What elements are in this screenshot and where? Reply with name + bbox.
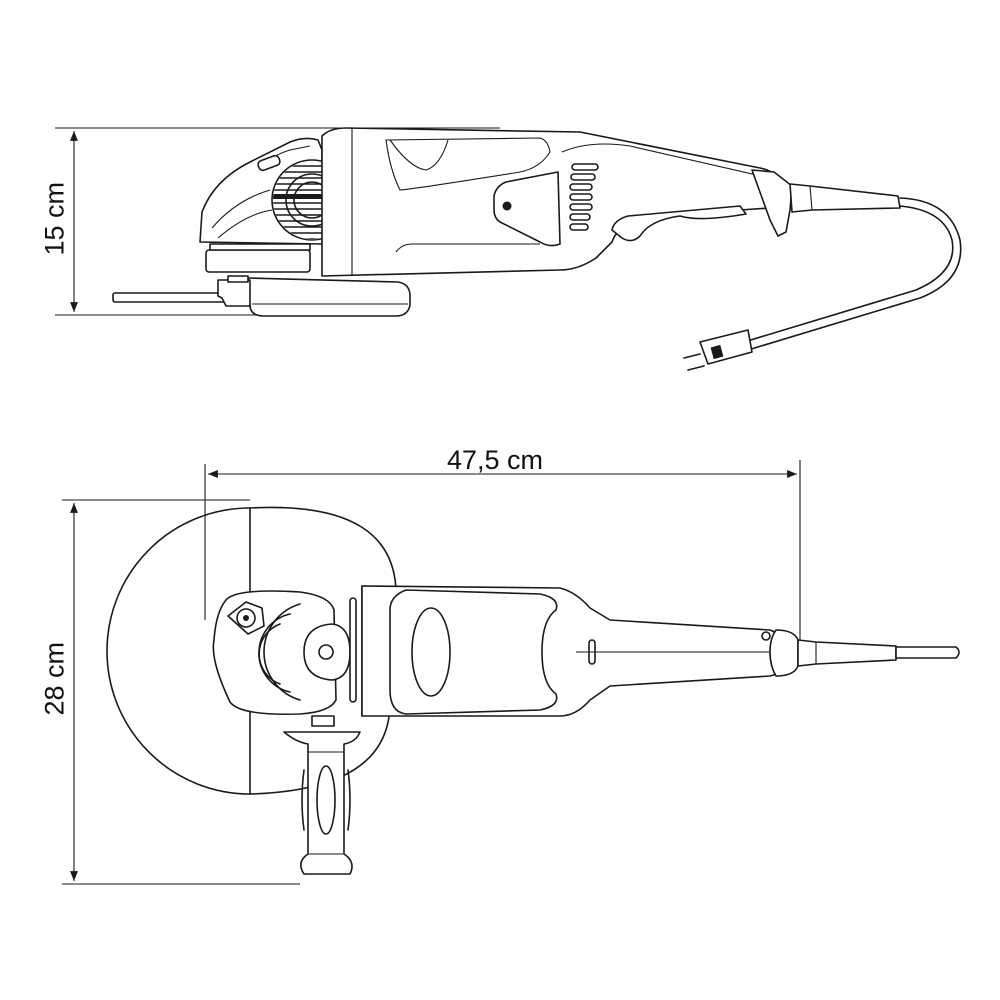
disc-guard-circle <box>106 507 251 795</box>
grip-oval <box>411 607 451 697</box>
rear-handle-cap <box>751 169 793 237</box>
cord-sleeve <box>789 183 901 213</box>
rear-handle-cap <box>769 629 799 677</box>
width-dimension-line <box>62 499 300 885</box>
disc-guard <box>247 277 411 317</box>
side-latch <box>493 171 561 247</box>
power-cord <box>747 197 962 351</box>
trigger <box>611 205 747 242</box>
spindle-nut <box>303 623 351 681</box>
vent-slots <box>569 163 599 231</box>
cord-sleeve <box>797 639 897 667</box>
top-view <box>62 460 960 885</box>
length-dimension-line <box>204 460 801 650</box>
gear-plate <box>205 249 311 273</box>
length-dimension-label: 47,5 cm <box>447 445 544 475</box>
side-handle <box>283 715 361 875</box>
width-dimension-label: 28 cm <box>39 641 70 716</box>
plug <box>683 329 753 371</box>
motor-housing <box>361 585 785 717</box>
power-cord-stub <box>895 646 960 659</box>
height-dimension-label: 15 cm <box>39 181 70 256</box>
side-view <box>55 127 962 371</box>
